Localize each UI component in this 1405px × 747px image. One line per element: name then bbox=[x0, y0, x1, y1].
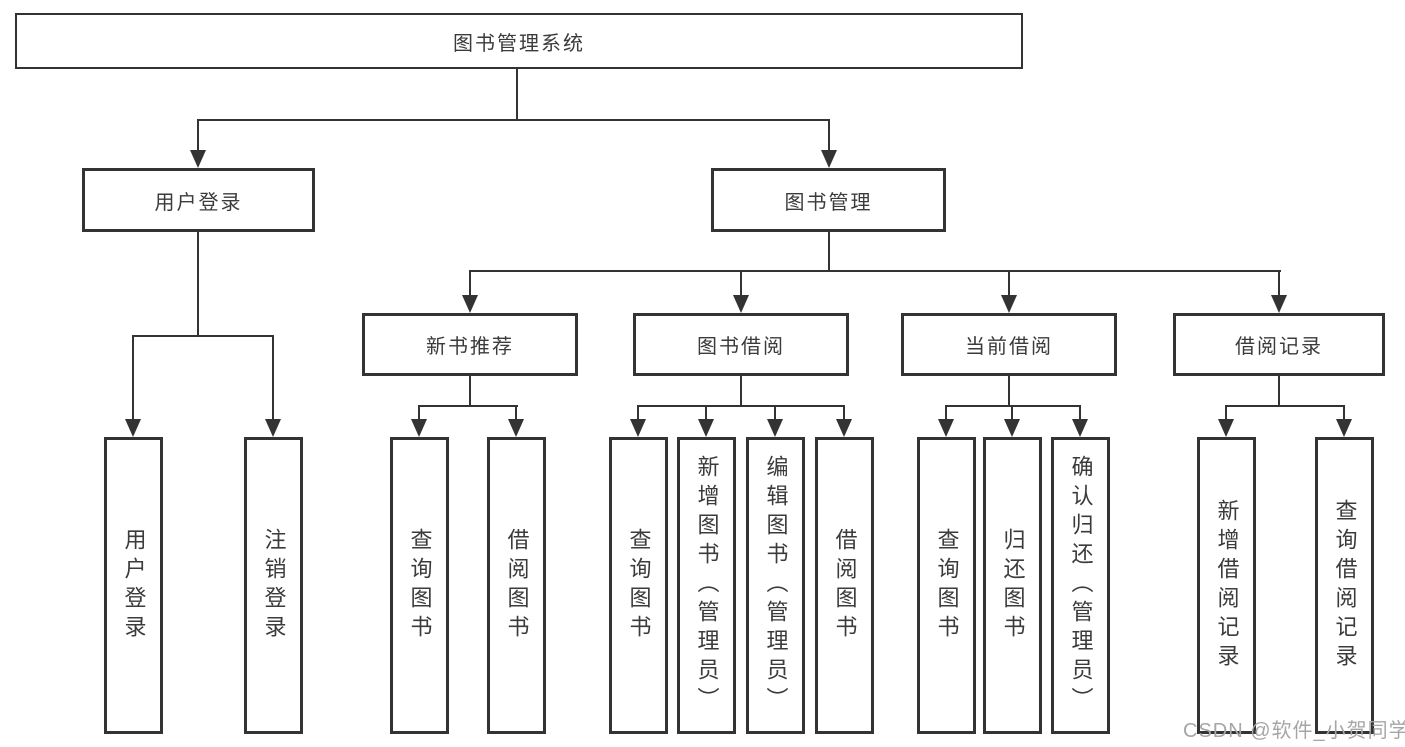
connector-line bbox=[469, 270, 471, 297]
node-root: 图书管理系统 bbox=[15, 13, 1023, 69]
node-root-label: 图书管理系统 bbox=[453, 32, 585, 55]
connector-line bbox=[1008, 270, 1010, 297]
connector-line bbox=[843, 405, 845, 420]
connector-line bbox=[1225, 405, 1345, 407]
connector-line bbox=[1225, 405, 1227, 420]
leaf-nb-borrow-books-label: 借阅图书 bbox=[504, 527, 530, 644]
arrowhead bbox=[1336, 419, 1352, 437]
arrowhead bbox=[265, 419, 281, 437]
connector-line bbox=[197, 119, 199, 151]
connector-line bbox=[132, 335, 134, 420]
connector-line bbox=[637, 405, 639, 420]
connector-line bbox=[272, 335, 274, 420]
leaf-user-login-label: 用户登录 bbox=[121, 527, 147, 644]
connector-line bbox=[1278, 376, 1280, 407]
connector-line bbox=[1079, 405, 1081, 420]
connector-line bbox=[418, 405, 420, 420]
arrowhead bbox=[698, 419, 714, 437]
arrowhead bbox=[1004, 419, 1020, 437]
connector-line bbox=[469, 376, 471, 407]
arrowhead bbox=[836, 419, 852, 437]
leaf-nb-borrow-books: 借阅图书 bbox=[487, 437, 546, 734]
connector-line bbox=[418, 405, 518, 407]
arrowhead bbox=[1218, 419, 1234, 437]
connector-line bbox=[740, 376, 742, 407]
leaf-bb-query-books-label: 查询图书 bbox=[626, 527, 652, 644]
node-book-borrow-label: 图书借阅 bbox=[697, 336, 785, 358]
node-borrow-records-label: 借阅记录 bbox=[1235, 336, 1323, 358]
node-user-login: 用户登录 bbox=[82, 168, 315, 232]
leaf-cb-query-books: 查询图书 bbox=[917, 437, 976, 734]
arrowhead bbox=[1001, 295, 1017, 313]
node-new-book-recommend: 新书推荐 bbox=[362, 313, 578, 376]
leaf-cb-return-books: 归还图书 bbox=[983, 437, 1042, 734]
leaf-bb-add-books-admin: 新增图书（管理员） bbox=[677, 437, 736, 734]
node-new-book-recommend-label: 新书推荐 bbox=[426, 336, 514, 358]
leaf-bb-borrow-books-label: 借阅图书 bbox=[832, 527, 858, 644]
connector-line bbox=[469, 270, 1281, 272]
leaf-bb-add-books-admin-label: 新增图书（管理员） bbox=[694, 455, 720, 716]
connector-line bbox=[1343, 405, 1345, 420]
leaf-user-login: 用户登录 bbox=[104, 437, 163, 734]
connector-line bbox=[132, 335, 274, 337]
leaf-cb-confirm-return-admin: 确认归还（管理员） bbox=[1051, 437, 1110, 734]
connector-line bbox=[740, 270, 742, 297]
connector-line bbox=[705, 405, 707, 420]
node-book-borrow: 图书借阅 bbox=[633, 313, 849, 376]
connector-line bbox=[197, 119, 830, 121]
arrowhead bbox=[767, 419, 783, 437]
leaf-br-add-record: 新增借阅记录 bbox=[1197, 437, 1256, 734]
node-user-login-label: 用户登录 bbox=[154, 191, 243, 214]
leaf-bb-edit-books-admin: 编辑图书（管理员） bbox=[746, 437, 805, 734]
leaf-cb-query-books-label: 查询图书 bbox=[934, 527, 960, 644]
leaf-logout-label: 注销登录 bbox=[261, 527, 287, 644]
arrowhead bbox=[1271, 295, 1287, 313]
arrowhead bbox=[630, 419, 646, 437]
connector-line bbox=[197, 232, 199, 337]
leaf-bb-edit-books-admin-label: 编辑图书（管理员） bbox=[763, 455, 789, 716]
arrowhead bbox=[821, 150, 837, 168]
arrowhead bbox=[411, 419, 427, 437]
node-book-management-label: 图书管理 bbox=[784, 191, 873, 214]
arrowhead bbox=[1072, 419, 1088, 437]
connector-line bbox=[774, 405, 776, 420]
arrowhead bbox=[733, 295, 749, 313]
arrowhead bbox=[938, 419, 954, 437]
leaf-br-query-record-label: 查询借阅记录 bbox=[1332, 498, 1358, 673]
connector-line bbox=[1011, 405, 1013, 420]
leaf-bb-query-books: 查询图书 bbox=[609, 437, 668, 734]
arrowhead bbox=[190, 150, 206, 168]
node-borrow-records: 借阅记录 bbox=[1173, 313, 1385, 376]
connector-line bbox=[637, 405, 845, 407]
leaf-br-add-record-label: 新增借阅记录 bbox=[1214, 498, 1240, 673]
leaf-cb-return-books-label: 归还图书 bbox=[1000, 527, 1026, 644]
connector-line bbox=[1008, 376, 1010, 407]
connector-line bbox=[516, 69, 518, 121]
connector-line bbox=[945, 405, 947, 420]
leaf-cb-confirm-return-admin-label: 确认归还（管理员） bbox=[1068, 455, 1094, 716]
leaf-nb-query-books: 查询图书 bbox=[390, 437, 449, 734]
connector-line bbox=[515, 405, 517, 420]
leaf-logout: 注销登录 bbox=[244, 437, 303, 734]
node-book-management: 图书管理 bbox=[711, 168, 946, 232]
arrowhead bbox=[508, 419, 524, 437]
node-current-borrow: 当前借阅 bbox=[901, 313, 1117, 376]
connector-line bbox=[1278, 270, 1280, 297]
connector-line bbox=[945, 405, 1081, 407]
node-current-borrow-label: 当前借阅 bbox=[965, 336, 1053, 358]
leaf-nb-query-books-label: 查询图书 bbox=[407, 527, 433, 644]
leaf-br-query-record: 查询借阅记录 bbox=[1315, 437, 1374, 734]
leaf-bb-borrow-books: 借阅图书 bbox=[815, 437, 874, 734]
connector-line bbox=[828, 232, 830, 272]
csdn-watermark: CSDN @软件_小贺同学 bbox=[1183, 720, 1405, 742]
arrowhead bbox=[125, 419, 141, 437]
connector-line bbox=[828, 119, 830, 151]
arrowhead bbox=[462, 295, 478, 313]
